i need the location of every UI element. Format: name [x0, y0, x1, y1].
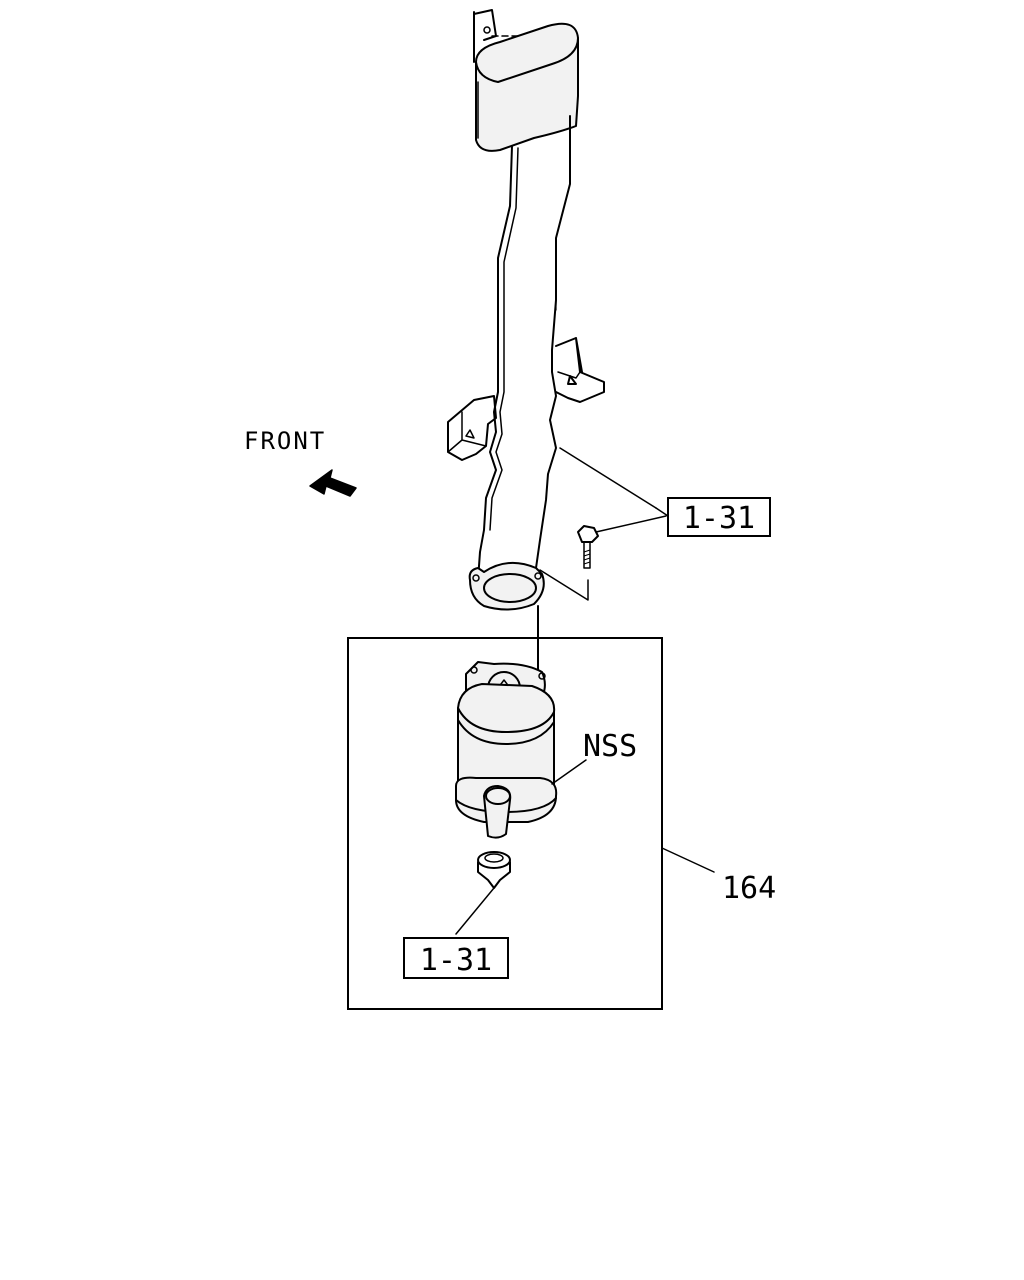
upper-ref-label: 1-31: [683, 501, 755, 536]
bracket-part: [447, 337, 605, 461]
catalytic-converter-part: [455, 661, 558, 839]
exhaust-pipe-part: [468, 9, 579, 611]
assembly-number-label: 164: [722, 871, 776, 906]
front-arrow-icon: [309, 469, 357, 497]
upper-ref-box: [667, 497, 771, 537]
nss-label: NSS: [583, 729, 637, 764]
lower-ref-label: 1-31: [420, 943, 492, 978]
bolt-part: [577, 525, 599, 569]
plug-part: [477, 851, 511, 889]
front-label: FRONT: [244, 427, 326, 455]
lower-ref-box: [403, 937, 509, 979]
assembly-box: [347, 637, 663, 1010]
